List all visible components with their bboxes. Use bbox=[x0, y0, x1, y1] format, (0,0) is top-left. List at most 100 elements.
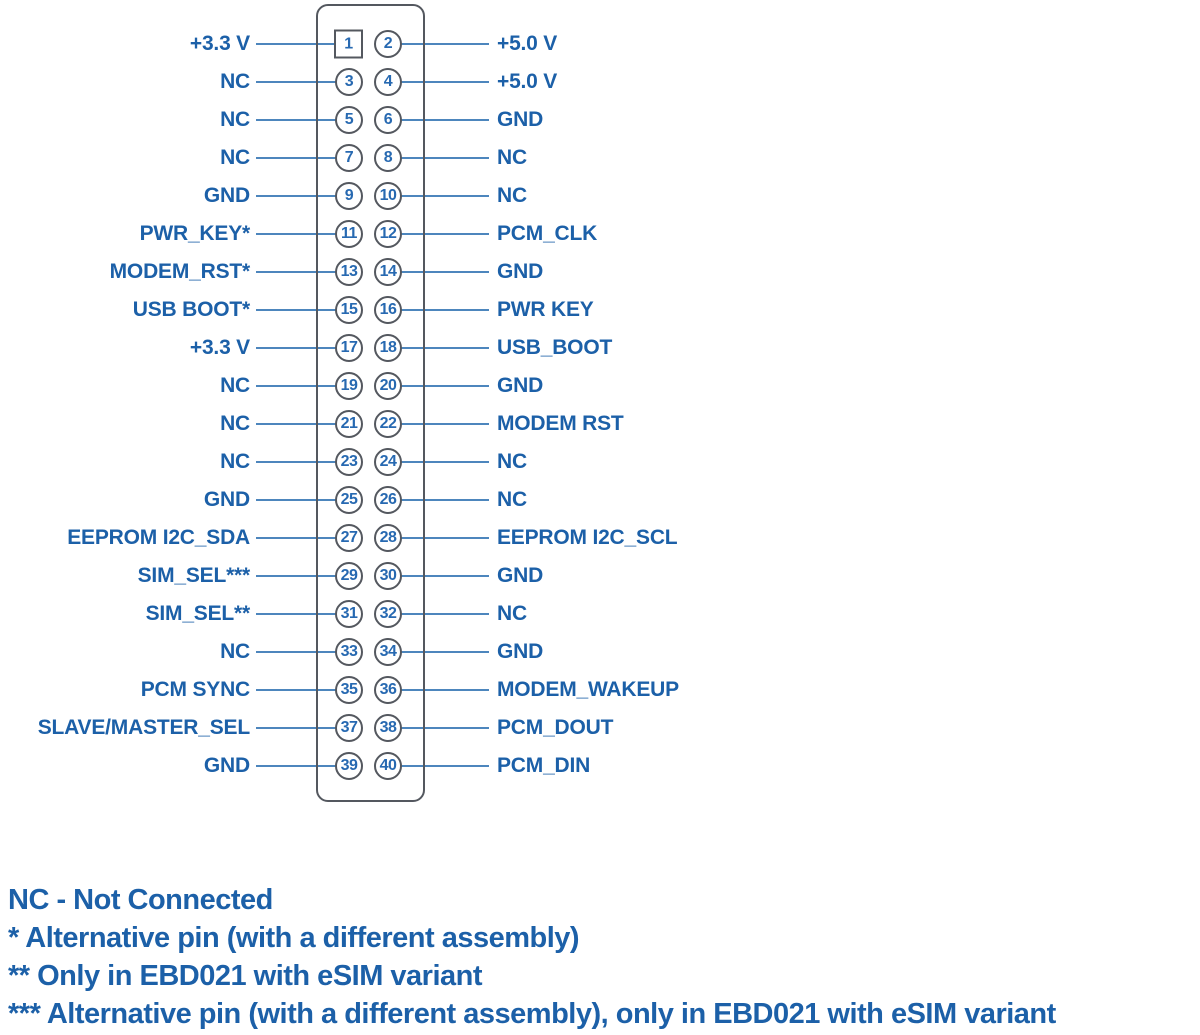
pin-number-left: 7 bbox=[344, 149, 354, 166]
leader-line-left bbox=[256, 195, 350, 197]
pin-number-left: 31 bbox=[340, 605, 358, 622]
leader-line-right bbox=[387, 765, 489, 767]
pin-label-left: MODEM_RST* bbox=[109, 260, 251, 283]
pin-row: NC 7 8 NC bbox=[0, 139, 1200, 177]
pin-label-right: PCM_CLK bbox=[497, 222, 598, 245]
leader-line-left bbox=[256, 765, 350, 767]
pin-row: SIM_SEL*** 29 30 GND bbox=[0, 557, 1200, 595]
pin-label-left: +3.3 V bbox=[189, 32, 250, 55]
pin-number-right: 16 bbox=[379, 301, 397, 318]
pin-label-left: SIM_SEL*** bbox=[137, 564, 251, 587]
leader-line-left bbox=[256, 499, 350, 501]
leader-line-right bbox=[387, 537, 489, 539]
pin-label-left: USB BOOT* bbox=[132, 298, 250, 321]
leader-line-right bbox=[387, 499, 489, 501]
pin-label-left: SLAVE/MASTER_SEL bbox=[37, 716, 250, 739]
pin-label-left: NC bbox=[220, 374, 250, 397]
pin-label-right: NC bbox=[497, 488, 527, 511]
pin-number-left: 33 bbox=[340, 643, 358, 660]
pin-left: 29 bbox=[335, 562, 363, 590]
pin-number-left: 21 bbox=[340, 415, 358, 432]
pin-label-right: GND bbox=[497, 260, 544, 283]
pin-left: 31 bbox=[335, 600, 363, 628]
pin-number-left: 15 bbox=[340, 301, 358, 318]
pin-number-right: 30 bbox=[379, 567, 397, 584]
pin-right: 4 bbox=[374, 68, 402, 96]
pin-number-right: 24 bbox=[379, 453, 397, 470]
leader-line-left bbox=[256, 613, 350, 615]
pin-right: 16 bbox=[374, 296, 402, 324]
pin-left: 39 bbox=[335, 752, 363, 780]
pin-number-right: 36 bbox=[379, 681, 397, 698]
pin-left: 7 bbox=[335, 144, 363, 172]
pin-label-right: PCM_DIN bbox=[497, 754, 591, 777]
pin-left: 1 bbox=[334, 29, 363, 59]
leader-line-left bbox=[256, 537, 350, 539]
leader-line-right bbox=[387, 195, 489, 197]
legend-notes: NC - Not Connected * Alternative pin (wi… bbox=[8, 881, 1056, 1033]
pin-right: 22 bbox=[374, 410, 402, 438]
pin-number-left: 9 bbox=[344, 187, 354, 204]
pin-number-left: 37 bbox=[340, 719, 358, 736]
leader-line-right bbox=[387, 727, 489, 729]
pin-number-left: 13 bbox=[340, 263, 358, 280]
pin-left: 27 bbox=[335, 524, 363, 552]
leader-line-left bbox=[256, 461, 350, 463]
pin-label-left: +3.3 V bbox=[189, 336, 250, 359]
pin-label-left: PCM SYNC bbox=[140, 678, 250, 701]
pin-right: 28 bbox=[374, 524, 402, 552]
pin-row: PWR_KEY* 11 12 PCM_CLK bbox=[0, 215, 1200, 253]
leader-line-right bbox=[387, 385, 489, 387]
pin-number-left: 29 bbox=[340, 567, 358, 584]
pin-left: 9 bbox=[335, 182, 363, 210]
pin-number-right: 34 bbox=[379, 643, 397, 660]
pin-label-left: NC bbox=[220, 146, 250, 169]
leader-line-left bbox=[256, 119, 350, 121]
pin-number-right: 20 bbox=[379, 377, 397, 394]
legend-line-double-asterisk: ** Only in EBD021 with eSIM variant bbox=[8, 960, 483, 992]
pin-number-left: 25 bbox=[340, 491, 358, 508]
pin-right: 32 bbox=[374, 600, 402, 628]
leader-line-left bbox=[256, 309, 350, 311]
pin-number-left: 17 bbox=[340, 339, 358, 356]
pin-label-left: EEPROM I2C_SDA bbox=[67, 526, 250, 549]
legend-line-nc: NC - Not Connected bbox=[8, 884, 273, 916]
connector-body bbox=[316, 4, 425, 802]
pin-label-left: GND bbox=[203, 488, 250, 511]
leader-line-left bbox=[256, 689, 350, 691]
pin-left: 33 bbox=[335, 638, 363, 666]
pin-row: +3.3 V 1 2 +5.0 V bbox=[0, 25, 1200, 63]
leader-line-right bbox=[387, 651, 489, 653]
pin-label-right: NC bbox=[497, 450, 527, 473]
pin-right: 38 bbox=[374, 714, 402, 742]
leader-line-left bbox=[256, 271, 350, 273]
leader-line-right bbox=[387, 689, 489, 691]
pin-number-right: 26 bbox=[379, 491, 397, 508]
pin-number-left: 23 bbox=[340, 453, 358, 470]
pin-number-right: 38 bbox=[379, 719, 397, 736]
pin-row: NC 19 20 GND bbox=[0, 367, 1200, 405]
pin-right: 30 bbox=[374, 562, 402, 590]
pin-right: 12 bbox=[374, 220, 402, 248]
pin-label-right: GND bbox=[497, 564, 544, 587]
pin-row: MODEM_RST* 13 14 GND bbox=[0, 253, 1200, 291]
pin-row: GND 9 10 NC bbox=[0, 177, 1200, 215]
pin-row: SLAVE/MASTER_SEL 37 38 PCM_DOUT bbox=[0, 709, 1200, 747]
pin-left: 17 bbox=[335, 334, 363, 362]
pin-number-right: 6 bbox=[383, 111, 393, 128]
pin-number-right: 18 bbox=[379, 339, 397, 356]
leader-line-right bbox=[387, 271, 489, 273]
leader-line-right bbox=[387, 43, 489, 45]
pin-left: 5 bbox=[335, 106, 363, 134]
pin-label-right: USB_BOOT bbox=[497, 336, 613, 359]
leader-line-right bbox=[387, 613, 489, 615]
pin-left: 3 bbox=[335, 68, 363, 96]
leader-line-left bbox=[256, 233, 350, 235]
pin-right: 26 bbox=[374, 486, 402, 514]
leader-line-right bbox=[387, 347, 489, 349]
legend-line-asterisk: * Alternative pin (with a different asse… bbox=[8, 922, 580, 954]
pin-label-left: NC bbox=[220, 412, 250, 435]
pin-row: NC 3 4 +5.0 V bbox=[0, 63, 1200, 101]
pin-right: 10 bbox=[374, 182, 402, 210]
pin-number-right: 10 bbox=[379, 187, 397, 204]
